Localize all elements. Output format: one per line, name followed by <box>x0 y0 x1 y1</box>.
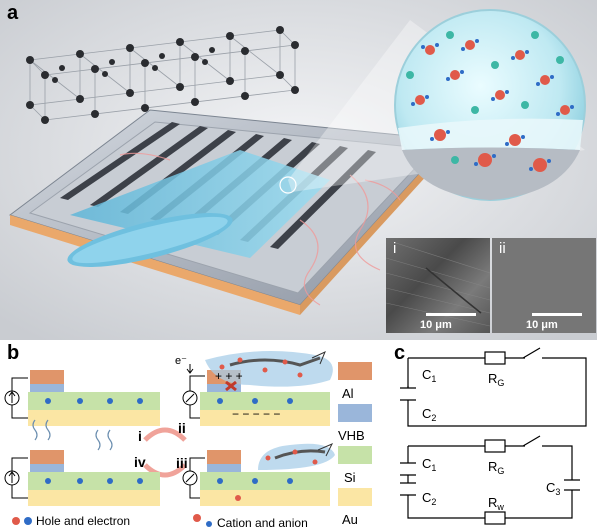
bottom-c3-subscript: 3 <box>555 487 560 497</box>
vhb-film <box>67 150 330 267</box>
svg-text:RG: RG <box>488 371 504 388</box>
electron-marker <box>24 517 32 525</box>
svg-text:C3: C3 <box>546 480 560 497</box>
svg-text:C1: C1 <box>422 367 436 384</box>
lattice-atoms <box>26 26 299 124</box>
bottom-rg-symbol: R <box>488 459 497 474</box>
svg-text:C2: C2 <box>422 406 436 423</box>
electron-symbol: e⁻ <box>175 355 187 367</box>
step-i-label: i <box>138 428 142 444</box>
top-c1-subscript: 1 <box>431 374 436 384</box>
bottom-c2-symbol: C <box>422 490 431 505</box>
step-ii-label: ii <box>178 420 186 436</box>
bottom-rg-subscript: G <box>497 466 504 476</box>
legend-swatch-au <box>338 488 372 506</box>
state-ii: + + + − − − − − <box>182 351 333 426</box>
device-render <box>0 0 597 340</box>
svg-text:RG: RG <box>488 459 504 476</box>
legend-si: Si <box>344 470 356 485</box>
sem-index-i: i <box>393 240 397 257</box>
legend-al: Al <box>342 386 354 401</box>
mechanism-diagram: + + + − − − − − e⁻ i ii iii iv <box>4 351 372 530</box>
top-c2-symbol: C <box>422 406 431 421</box>
bottom-c2-subscript: 2 <box>431 497 436 507</box>
caption-cation-anion: Cation and anion <box>217 516 308 530</box>
state-iv <box>4 419 160 506</box>
sem-inset-i: i 10 μm <box>386 238 490 333</box>
scale-label-ii: 10 μm <box>526 319 558 331</box>
panel-c-label: c <box>394 342 406 364</box>
equivalent-circuits: C1 C2 RG C1 C2 RG Rw C3 <box>400 347 587 525</box>
svg-text:− − − − −: − − − − − <box>232 407 280 421</box>
legend-swatch-al <box>338 362 372 380</box>
bottom-c3-symbol: C <box>546 480 555 495</box>
spark-lines <box>119 152 401 306</box>
scale-label-i: 10 μm <box>420 319 452 331</box>
bottom-rw-symbol: R <box>488 495 497 510</box>
panel-a-illustration: a i 10 μm ii 10 μm <box>0 0 597 340</box>
magnified-view <box>394 9 586 201</box>
cation-marker <box>193 514 201 522</box>
legend-vhb: VHB <box>338 428 365 443</box>
scale-bar-ii <box>532 313 582 316</box>
cycle-arrows <box>143 427 187 478</box>
bottom-rw-subscript: w <box>496 502 504 512</box>
state-iii <box>182 443 335 506</box>
sem-index-ii: ii <box>499 240 506 257</box>
svg-text:C1: C1 <box>422 456 436 473</box>
svg-text:Rw: Rw <box>488 495 504 512</box>
bottom-c1-symbol: C <box>422 456 431 471</box>
legend-au: Au <box>342 512 358 527</box>
zoom-origin <box>279 176 297 194</box>
svg-text:+ + +: + + + <box>215 369 243 383</box>
panel-a-label: a <box>7 2 19 24</box>
legend-swatch-si <box>338 446 372 464</box>
top-rg-subscript: G <box>497 378 504 388</box>
anion-marker <box>206 521 212 527</box>
material-legend <box>338 362 372 506</box>
state-i <box>4 370 160 426</box>
top-c1-symbol: C <box>422 367 431 382</box>
step-iii-label: iii <box>176 455 188 471</box>
top-rg-symbol: R <box>488 371 497 386</box>
caption-hole-electron: Hole and electron <box>36 514 130 528</box>
svg-text:C2: C2 <box>422 490 436 507</box>
sem-inset-ii: ii 10 μm <box>492 238 596 333</box>
bottom-c1-subscript: 1 <box>431 463 436 473</box>
legend-swatch-vhb <box>338 404 372 422</box>
top-c2-subscript: 2 <box>431 413 436 423</box>
step-iv-label: iv <box>134 454 146 470</box>
hole-marker <box>12 517 20 525</box>
panel-c-circuits: c C1 C2 RG C1 C2 RG Rw <box>390 340 597 532</box>
panel-b-label: b <box>7 342 20 364</box>
scale-bar-i <box>426 313 476 316</box>
panel-b-mechanism: b + + + <box>0 340 390 532</box>
